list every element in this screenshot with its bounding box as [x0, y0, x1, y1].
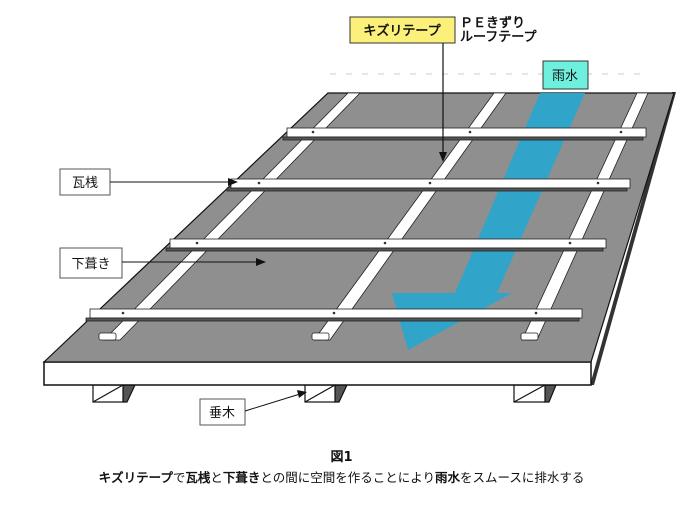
caption-segment: キズリテープ: [98, 470, 173, 485]
tape-end-caps: [98, 332, 539, 341]
tape-arrowhead: [439, 152, 447, 162]
rafter-beam: [513, 384, 557, 403]
rafter-label-box: [199, 398, 246, 426]
caption-segment: で: [172, 470, 186, 485]
pe-label-line1: ＰＥきずり: [460, 15, 525, 31]
underlay-arrowhead: [256, 258, 266, 266]
rain-flow-arrow: [392, 93, 585, 350]
underlay-label: 下葺き: [71, 257, 110, 272]
rafter-label: 垂木: [209, 406, 235, 421]
caption-segment: をスムースに排水する: [460, 470, 585, 485]
deck-side-face: [590, 92, 676, 385]
caption-segment: 下葺き: [222, 470, 261, 485]
underlay-label-box: [59, 247, 123, 279]
batten: [85, 308, 583, 322]
nails: [121, 130, 623, 315]
figure-number: 図1: [330, 450, 353, 465]
rafter-beam: [92, 384, 136, 403]
rafter-leader-line: [244, 393, 301, 412]
pe-label-line2: ルーフテープ: [460, 30, 537, 45]
caption-segment: と: [210, 470, 223, 485]
rain-label: 雨水: [552, 69, 578, 84]
rafters: [92, 384, 557, 403]
batten-label: 瓦桟: [72, 176, 98, 191]
caption-segment: との間に空間を作ることにより: [260, 470, 436, 485]
deck-front-face: [43, 361, 592, 386]
kizuri-tape-label: キズリテープ: [363, 23, 441, 39]
rafter-beam: [304, 384, 348, 403]
tape-strip: [313, 92, 507, 341]
rafter-arrowhead: [297, 390, 307, 398]
caption-segment: 雨水: [435, 470, 461, 485]
batten: [226, 178, 631, 192]
tape-strip: [103, 92, 361, 341]
kizuri-tape-strips: [103, 92, 649, 341]
batten: [282, 127, 647, 141]
caption-segment: 瓦桟: [185, 470, 211, 485]
figure-caption: 図1 キズリテープで瓦桟と下葺きとの間に空間を作ることにより雨水をスムースに排水…: [0, 448, 683, 488]
batten-arrowhead: [228, 178, 238, 186]
batten: [165, 238, 607, 252]
kizuri-tape-label-box: [349, 16, 456, 44]
caption-text: キズリテープで瓦桟と下葺きとの間に空間を作ることにより雨水をスムースに排水する: [0, 468, 683, 488]
rain-label-box: [542, 60, 589, 90]
